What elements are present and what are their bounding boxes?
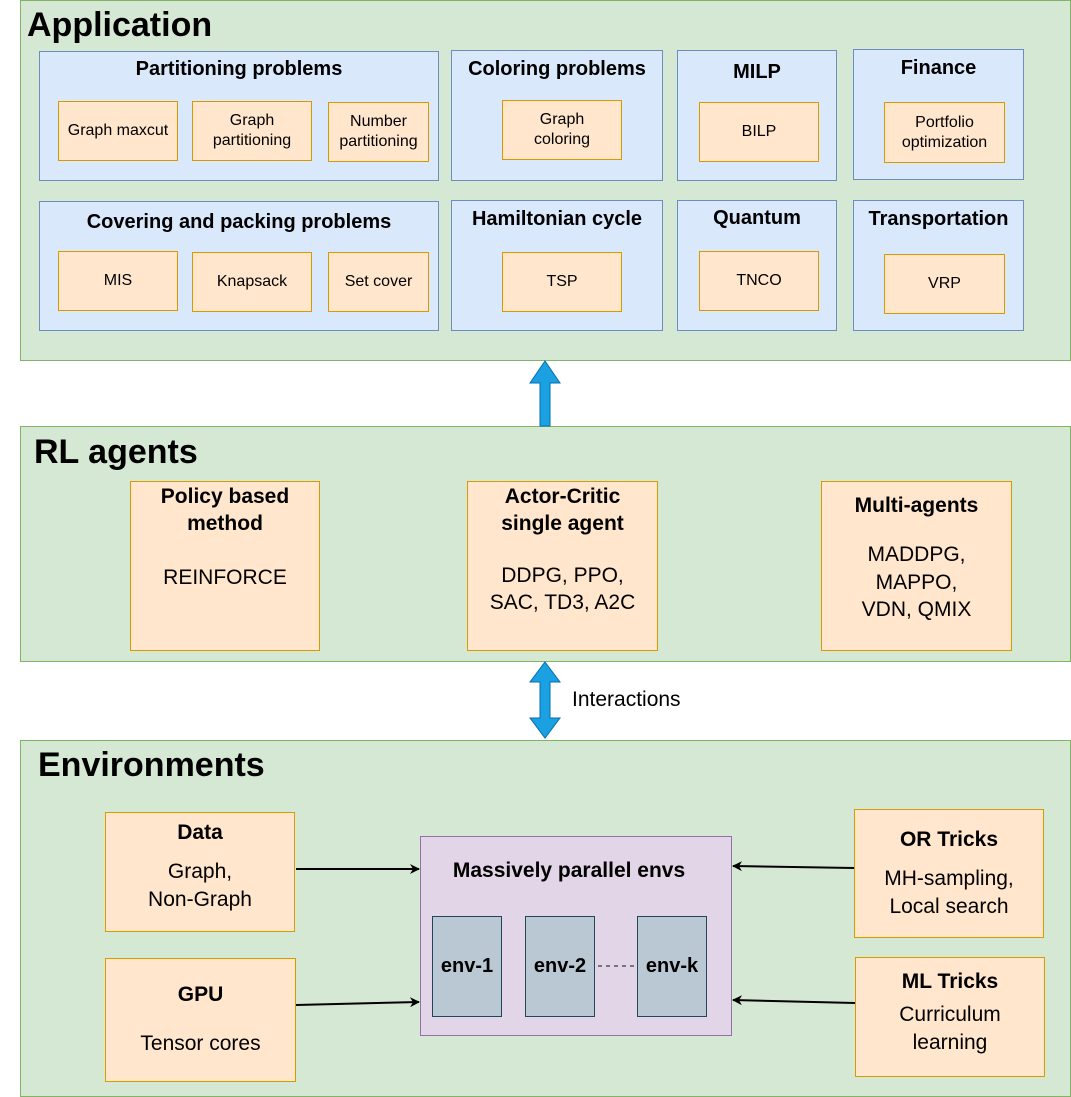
data-box: Data Graph, Non-Graph	[105, 812, 295, 932]
or-tricks-title: OR Tricks	[899, 828, 999, 851]
group-covering-title: Covering and packing problems	[86, 211, 392, 233]
item-set-cover: Set cover	[328, 252, 429, 312]
multi-agents-body: MADDPG, MAPPO, VDN, QMIX	[861, 543, 972, 621]
group-milp-title: MILP	[733, 61, 781, 83]
item-bilp: BILP	[699, 102, 819, 162]
item-knapsack: Knapsack	[192, 252, 312, 312]
actor-critic-box: Actor-Critic single agent DDPG, PPO, SAC…	[467, 481, 658, 651]
group-hamiltonian-title: Hamiltonian cycle	[471, 208, 643, 230]
arrow-or-to-parallel	[732, 861, 855, 872]
item-portfolio-optimization: Portfolio optimization	[884, 102, 1005, 163]
arrow-ml-to-parallel	[732, 995, 856, 1006]
gpu-title: GPU	[177, 983, 224, 1006]
data-body: Graph, Non-Graph	[148, 860, 252, 911]
arrow-gpu-to-parallel	[295, 997, 420, 1008]
multi-agents-title: Multi-agents	[854, 494, 979, 517]
actor-critic-body: DDPG, PPO, SAC, TD3, A2C	[489, 563, 636, 614]
environments-title: Environments	[38, 746, 265, 784]
ml-tricks-box: ML Tricks Curriculum learning	[855, 957, 1045, 1077]
gpu-body: Tensor cores	[140, 1032, 261, 1056]
ml-tricks-title: ML Tricks	[901, 970, 999, 993]
group-transportation-title: Transportation	[868, 208, 1009, 230]
env-1-box: env-1	[432, 916, 502, 1017]
ml-tricks-body: Curriculum learning	[899, 1003, 1001, 1054]
or-tricks-box: OR Tricks MH-sampling, Local search	[854, 809, 1044, 938]
env-2-box: env-2	[525, 916, 595, 1017]
item-graph-partitioning: Graph partitioning	[192, 101, 312, 161]
policy-based-title: Policy based method	[160, 485, 290, 536]
rl-agents-title: RL agents	[34, 433, 198, 471]
item-graph-maxcut: Graph maxcut	[58, 101, 178, 161]
policy-based-body: REINFORCE	[163, 565, 287, 589]
parallel-envs-title: Massively parallel envs	[452, 859, 686, 882]
up-arrow-icon	[529, 360, 561, 427]
env-k-box: env-k	[637, 916, 707, 1017]
item-number-partitioning: Number partitioning	[328, 102, 429, 162]
actor-critic-title: Actor-Critic single agent	[501, 485, 624, 536]
application-title: Application	[27, 6, 213, 44]
or-tricks-body: MH-sampling, Local search	[884, 867, 1014, 918]
item-vrp: VRP	[884, 254, 1005, 314]
item-mis: MIS	[58, 251, 178, 311]
double-arrow-icon	[529, 661, 561, 739]
data-title: Data	[177, 821, 223, 844]
group-finance-title: Finance	[900, 57, 977, 79]
policy-based-box: Policy based method REINFORCE	[130, 481, 320, 651]
group-coloring-title: Coloring problems	[468, 58, 646, 80]
item-tnco: TNCO	[699, 251, 819, 311]
multi-agents-box: Multi-agents MADDPG, MAPPO, VDN, QMIX	[821, 481, 1012, 651]
gpu-box: GPU Tensor cores	[105, 958, 296, 1082]
item-tsp: TSP	[502, 252, 622, 312]
item-graph-coloring: Graph coloring	[502, 100, 622, 160]
group-partitioning-title: Partitioning problems	[135, 58, 343, 80]
interactions-label: Interactions	[572, 688, 681, 711]
group-quantum-title: Quantum	[713, 207, 801, 229]
